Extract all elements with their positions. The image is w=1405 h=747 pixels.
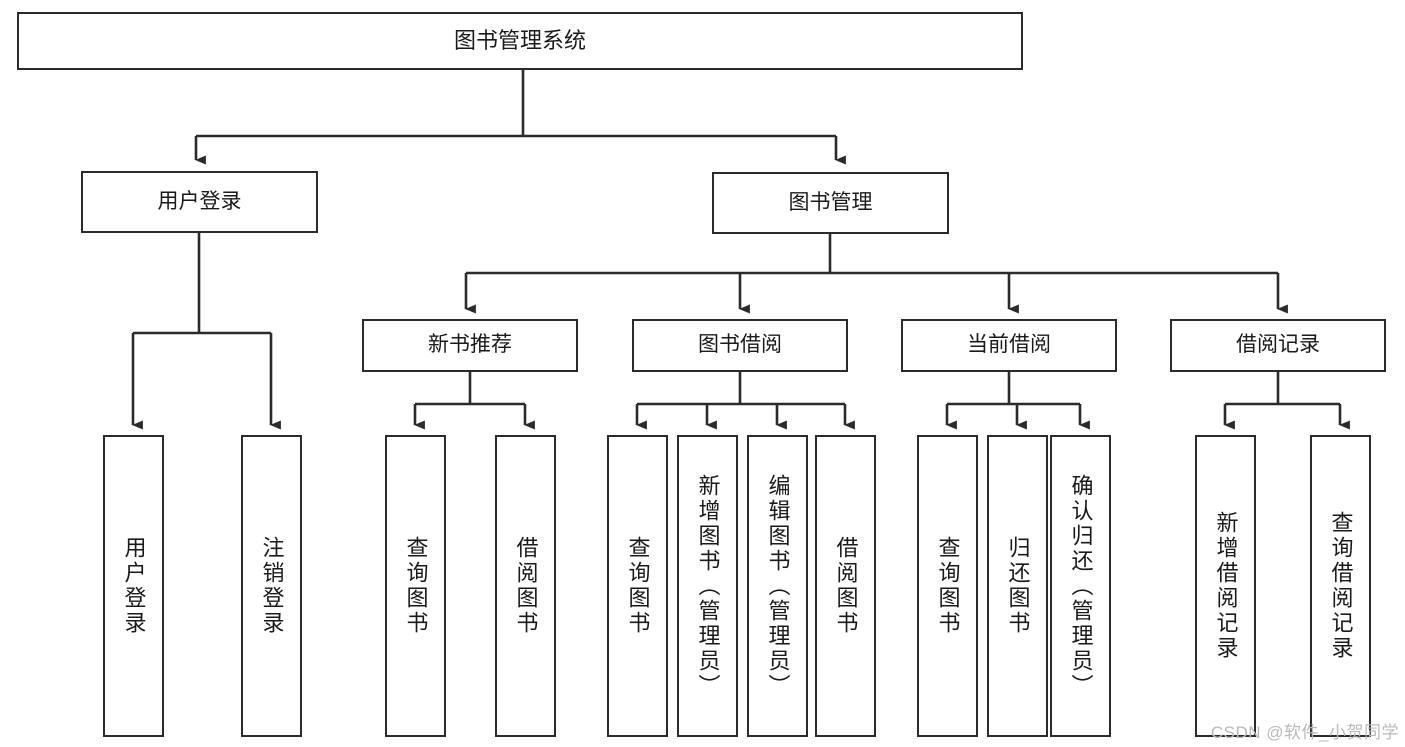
- node-book-management[interactable]: 图书管理: [712, 172, 949, 234]
- leaf-query-books-recommendation[interactable]: 查询图书: [385, 435, 446, 737]
- node-label: 查询图书: [625, 536, 651, 636]
- leaf-add-borrow-record[interactable]: 新增借阅记录: [1195, 435, 1256, 737]
- node-label: 确认归还（管理员）: [1068, 473, 1094, 699]
- node-label: 归还图书: [1005, 536, 1031, 636]
- node-label: 注销登录: [259, 536, 285, 636]
- node-label: 查询图书: [403, 536, 429, 636]
- watermark: CSDN @软件_小贺同学: [1210, 723, 1399, 742]
- node-label: 查询借阅记录: [1328, 511, 1354, 661]
- node-new-book-recommendation[interactable]: 新书推荐: [362, 319, 578, 372]
- leaf-query-borrow-record[interactable]: 查询借阅记录: [1310, 435, 1371, 737]
- node-label: 图书管理: [788, 190, 873, 214]
- node-user-login[interactable]: 用户登录: [81, 171, 318, 233]
- node-label: 图书管理系统: [453, 28, 586, 54]
- node-book-borrow[interactable]: 图书借阅: [632, 319, 848, 372]
- leaf-edit-book-admin[interactable]: 编辑图书（管理员）: [747, 435, 808, 737]
- node-label: 借阅记录: [1236, 333, 1320, 357]
- node-current-borrow[interactable]: 当前借阅: [901, 319, 1117, 372]
- leaf-borrow-books-recommendation[interactable]: 借阅图书: [495, 435, 556, 737]
- leaf-query-books-borrow[interactable]: 查询图书: [607, 435, 668, 737]
- node-label: 借阅图书: [833, 536, 859, 636]
- leaf-logout[interactable]: 注销登录: [241, 435, 302, 737]
- node-label: 查询图书: [935, 536, 961, 636]
- leaf-return-books[interactable]: 归还图书: [987, 435, 1048, 737]
- leaf-add-book-admin[interactable]: 新增图书（管理员）: [677, 435, 738, 737]
- leaf-user-login[interactable]: 用户登录: [103, 435, 164, 737]
- node-borrow-records[interactable]: 借阅记录: [1170, 319, 1386, 372]
- node-label: 用户登录: [121, 536, 147, 636]
- node-label: 新增借阅记录: [1213, 511, 1239, 661]
- leaf-query-books-current[interactable]: 查询图书: [917, 435, 978, 737]
- node-label: 新增图书（管理员）: [695, 473, 721, 699]
- leaf-borrow-books[interactable]: 借阅图书: [815, 435, 876, 737]
- node-label: 借阅图书: [513, 536, 539, 636]
- leaf-confirm-return-admin[interactable]: 确认归还（管理员）: [1050, 435, 1111, 737]
- node-label: 当前借阅: [967, 333, 1051, 357]
- node-label: 新书推荐: [428, 333, 512, 357]
- node-label: 图书借阅: [698, 333, 782, 357]
- node-label: 编辑图书（管理员）: [765, 473, 791, 699]
- node-root-book-management-system[interactable]: 图书管理系统: [17, 12, 1023, 70]
- node-label: 用户登录: [157, 189, 242, 213]
